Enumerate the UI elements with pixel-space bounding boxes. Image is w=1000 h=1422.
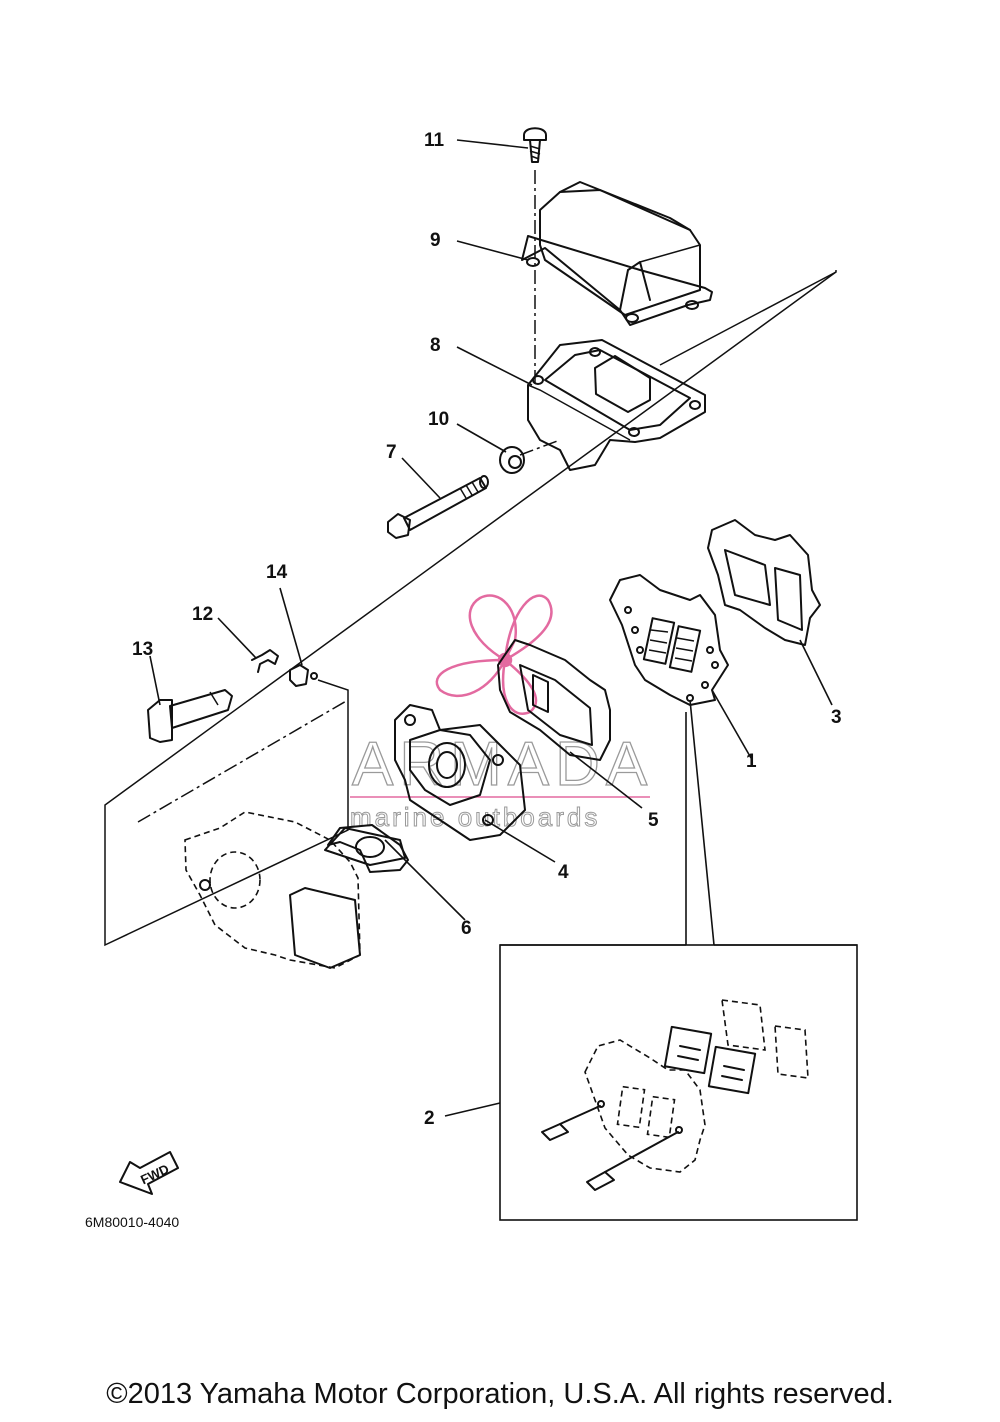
part-14-clip bbox=[289, 664, 318, 687]
callout-14: 14 bbox=[266, 562, 288, 583]
part-3-gasket bbox=[707, 519, 821, 646]
callout-10: 10 bbox=[428, 409, 449, 430]
copyright-footer: ©2013 Yamaha Motor Corporation, U.S.A. A… bbox=[106, 1378, 894, 1410]
callout-1: 1 bbox=[746, 751, 757, 772]
part-9-cover bbox=[521, 181, 713, 326]
callout-numbers: 1 2 3 4 5 6 7 8 9 10 11 12 13 14 bbox=[132, 130, 842, 1129]
part-8-housing bbox=[519, 339, 706, 471]
part-13-key bbox=[147, 689, 233, 743]
callout-2: 2 bbox=[424, 1108, 435, 1129]
watermark: ARMADA marine outboards bbox=[350, 594, 650, 833]
callout-12: 12 bbox=[192, 604, 213, 625]
callout-6: 6 bbox=[461, 918, 472, 939]
callout-4: 4 bbox=[558, 862, 569, 883]
part-11-screw bbox=[523, 127, 547, 385]
watermark-tagline: marine outboards bbox=[350, 802, 600, 832]
part-6-gasket bbox=[324, 824, 409, 873]
callout-7: 7 bbox=[386, 442, 397, 463]
callout-8: 8 bbox=[430, 335, 441, 356]
fwd-label: FWD bbox=[138, 1161, 171, 1187]
leader-lines bbox=[149, 139, 833, 1117]
forward-arrow-icon: FWD bbox=[119, 1151, 179, 1195]
part-4-manifold bbox=[394, 704, 526, 841]
part-10-grommet bbox=[499, 446, 525, 474]
engine-block-outline bbox=[184, 811, 361, 969]
callout-5: 5 bbox=[648, 810, 659, 831]
part-12-clip bbox=[251, 649, 279, 673]
assembly-boundary bbox=[104, 270, 837, 947]
part-7-bolt bbox=[387, 475, 489, 539]
callout-9: 9 bbox=[430, 230, 441, 251]
diagram-part-code: 6M80010-4040 bbox=[85, 1214, 179, 1230]
part-1-reed-plate bbox=[609, 574, 729, 706]
propeller-logo-icon bbox=[435, 594, 553, 715]
part-5-gasket bbox=[497, 639, 611, 761]
callout-13: 13 bbox=[132, 639, 153, 660]
reed-kit-inset-frame bbox=[499, 944, 858, 1221]
callout-3: 3 bbox=[831, 707, 842, 728]
part-2-reed-kit bbox=[499, 699, 858, 1221]
callout-11: 11 bbox=[424, 130, 445, 151]
